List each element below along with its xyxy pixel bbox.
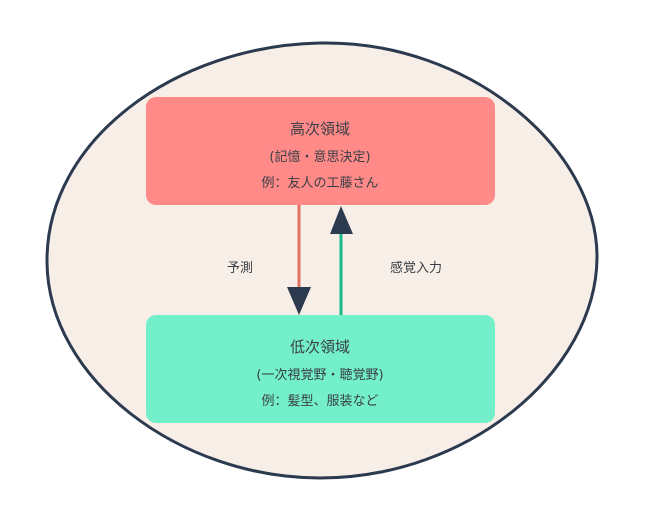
low-level-subtitle: (一次視覚野・聴覚野) (256, 367, 383, 383)
sensory-input-arrow: 感覚入力 (330, 206, 442, 315)
low-level-title: 低次領域 (290, 338, 350, 356)
high-level-box (146, 97, 495, 205)
low-level-node: 低次領域 (一次視覚野・聴覚野) 例：髪型、服装など (146, 315, 495, 423)
sensory-arrowhead-icon (330, 206, 353, 234)
high-level-example: 例：友人の工藤さん (261, 175, 378, 191)
prediction-arrowhead-icon (287, 287, 311, 315)
prediction-label: 予測 (227, 261, 253, 276)
high-level-node: 高次領域 (記憶・意思決定) 例：友人の工藤さん (146, 97, 495, 205)
sensory-input-label: 感覚入力 (390, 260, 442, 276)
high-level-title: 高次領域 (290, 120, 350, 138)
high-level-subtitle: (記憶・意思決定) (269, 149, 370, 165)
low-level-example: 例：髪型、服装など (261, 394, 378, 409)
prediction-arrow: 予測 (227, 205, 311, 315)
low-level-box (146, 315, 495, 423)
